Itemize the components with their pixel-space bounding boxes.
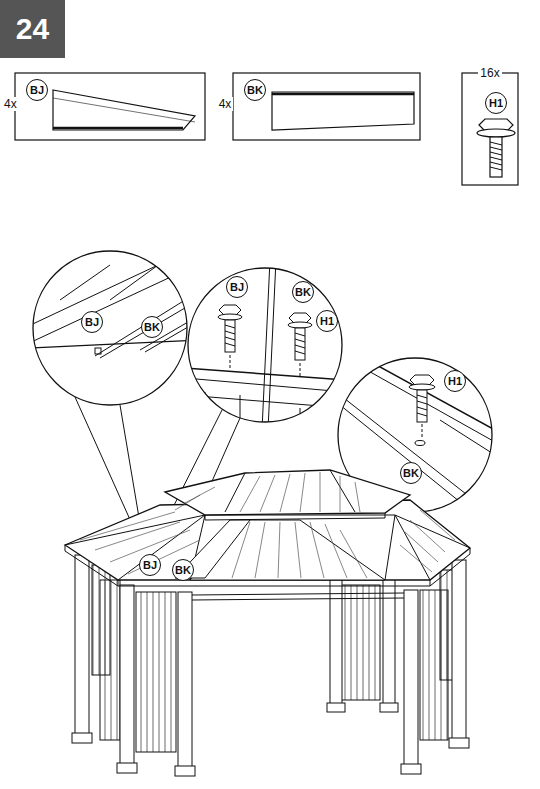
part-callout: BK xyxy=(141,316,163,338)
part-callout: BK xyxy=(400,462,422,484)
part-callout: BJ xyxy=(226,276,248,298)
part-callout: BJ xyxy=(139,554,161,576)
quantity: 4x xyxy=(217,97,234,111)
part-callout: BJ xyxy=(81,311,103,333)
part-callout: H1 xyxy=(444,370,466,392)
quantity: 4x xyxy=(2,97,19,111)
part-callout: BK xyxy=(172,559,194,581)
part-callout: H1 xyxy=(316,310,338,332)
part-callout: BK xyxy=(292,281,314,303)
part-callout: H1 xyxy=(485,92,507,114)
quantity: 16x xyxy=(478,66,501,80)
step-number: 24 xyxy=(0,0,65,58)
part-callout: BJ xyxy=(26,79,48,101)
part-callout: BK xyxy=(244,79,266,101)
